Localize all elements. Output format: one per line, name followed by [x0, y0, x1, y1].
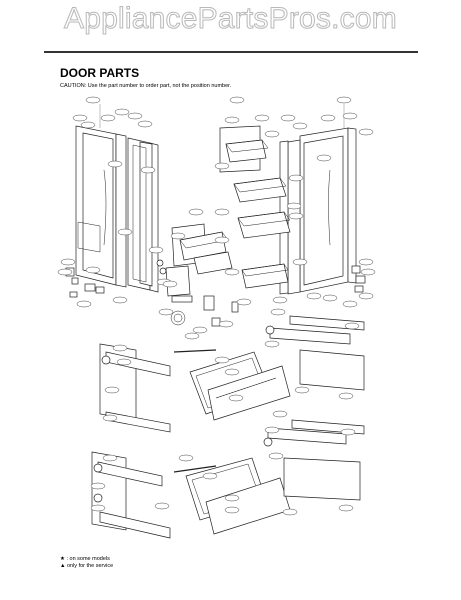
note-service-only: ▲ only for the service — [60, 563, 114, 569]
header-divider — [44, 51, 418, 53]
left-door-assembly — [65, 125, 167, 298]
callout-bubbles — [57, 96, 376, 516]
legend-notes: ★ : on some models ▲ only for the servic… — [60, 556, 113, 570]
door-bins — [165, 125, 291, 327]
note-some-models: ★ : on some models — [60, 556, 110, 562]
upper-freezer-drawer — [99, 315, 365, 433]
page-title: DOOR PARTS — [60, 66, 140, 80]
watermark-logo: AppliancePartsPros.com — [64, 2, 398, 36]
caution-note: CAUTION: Use the part number to order pa… — [60, 83, 232, 89]
lower-freezer-drawer — [91, 419, 365, 539]
right-door-assembly — [279, 127, 366, 295]
